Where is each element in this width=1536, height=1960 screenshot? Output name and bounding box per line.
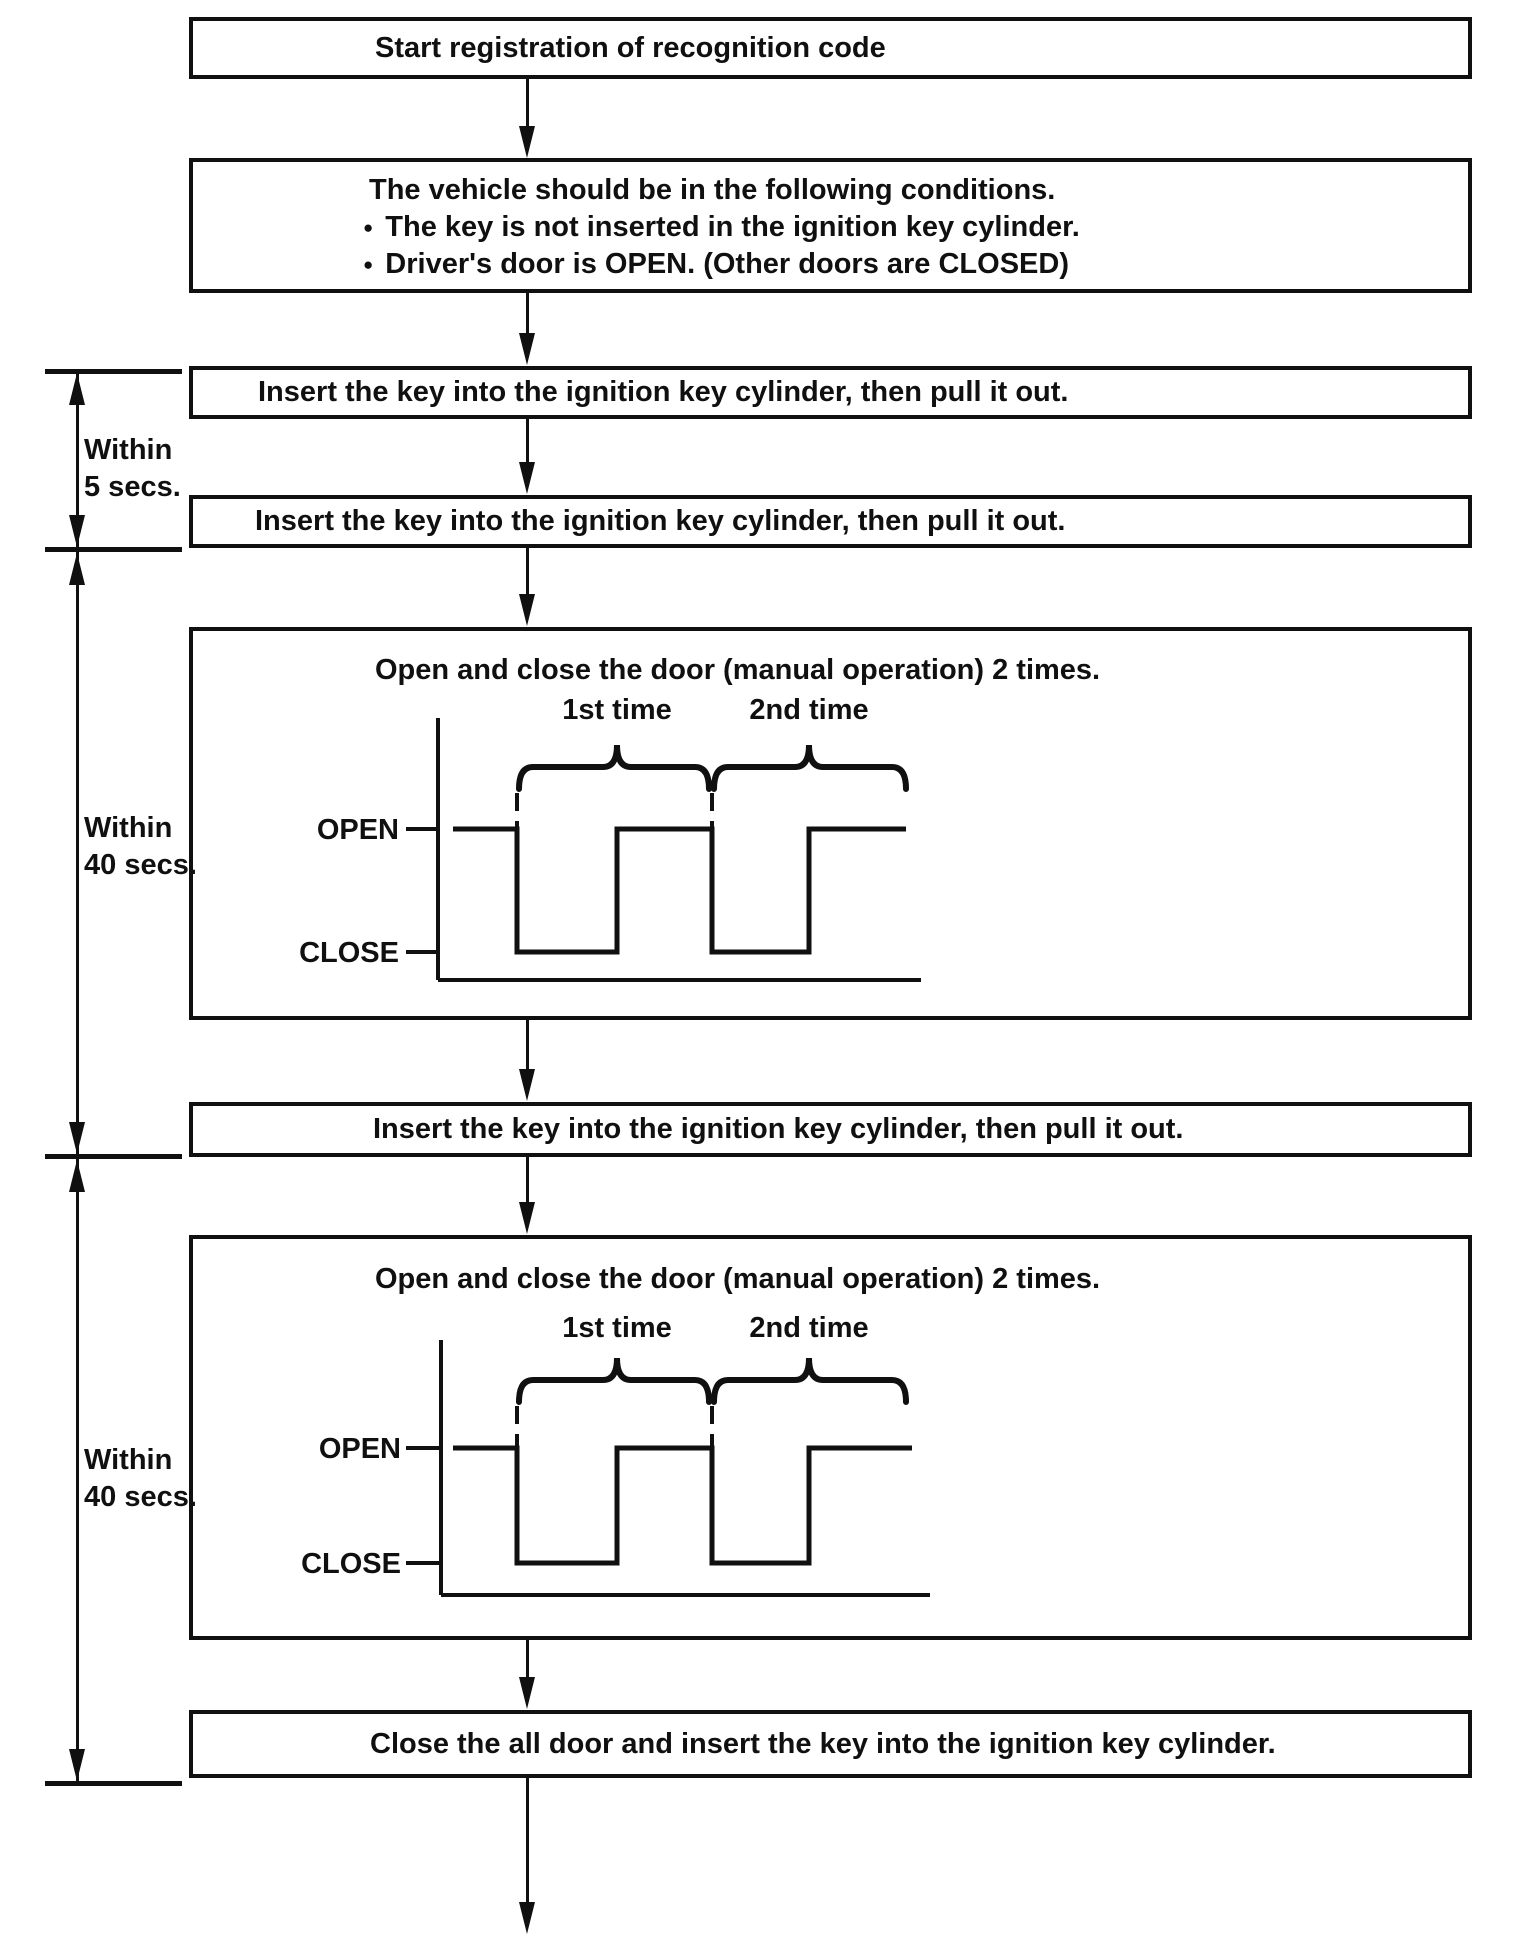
within-40-secs-1-label: Within 40 secs. — [84, 812, 197, 881]
bullet-icon: ● — [363, 255, 374, 274]
insert-key-3-label: Insert the key into the ignition key cyl… — [373, 1113, 1184, 1145]
door-cycle-1-title: Open and close the door (manual operatio… — [375, 654, 1100, 686]
door-timing-diagram-2: Open and close the door (manual operatio… — [301, 1263, 1100, 1597]
conditions-bullet-row: ● The key is not inserted in the ignitio… — [363, 209, 1468, 246]
flowchart-box-door-cycle-2 — [189, 1235, 1472, 1640]
flow-arrow-line — [526, 293, 529, 335]
conditions-intro: The vehicle should be in the following c… — [369, 174, 1056, 206]
door-cycle-2-title: Open and close the door (manual operatio… — [375, 1263, 1100, 1295]
close-level-label: CLOSE — [301, 1548, 401, 1580]
second-time-label: 2nd time — [749, 1312, 868, 1344]
arrowhead-up-icon — [69, 373, 85, 405]
arrowhead-down-icon — [69, 515, 85, 547]
open-level-label: OPEN — [317, 814, 399, 846]
flowchart-box-conditions: The vehicle should be in the following c… — [189, 158, 1472, 293]
measurement-tick — [45, 547, 182, 552]
arrowhead-up-icon — [69, 1160, 85, 1192]
door-open-close-waveform — [453, 826, 906, 955]
insert-key-1-label: Insert the key into the ignition key cyl… — [258, 376, 1069, 408]
arrowhead-up-icon — [69, 553, 85, 585]
insert-key-2-label: Insert the key into the ignition key cyl… — [255, 505, 1066, 537]
door-open-close-waveform — [453, 1445, 912, 1566]
within-5-secs-label: Within 5 secs. — [84, 434, 181, 503]
arrowhead-down-icon — [519, 333, 535, 365]
measurement-tick — [45, 369, 182, 374]
flowchart-box-close-all-doors: Close the all door and insert the key in… — [189, 1710, 1472, 1778]
within-40-secs-2-span-line — [76, 1158, 79, 1781]
bullet-icon: ● — [363, 218, 374, 237]
arrowhead-down-icon — [519, 1902, 535, 1934]
flow-arrow-line — [526, 1778, 529, 1904]
open-level-label: OPEN — [319, 1433, 401, 1465]
within-40-secs-1-span-line — [76, 551, 79, 1154]
flowchart-box-start: Start registration of recognition code — [189, 17, 1472, 79]
arrowhead-down-icon — [519, 1202, 535, 1234]
flowchart-box-insert-key-1: Insert the key into the ignition key cyl… — [189, 366, 1472, 419]
arrowhead-down-icon — [519, 126, 535, 158]
first-time-label: 1st time — [562, 1312, 672, 1344]
first-time-label: 1st time — [562, 694, 672, 726]
first-time-brace — [516, 744, 712, 792]
arrowhead-down-icon — [69, 1749, 85, 1781]
timing-axis — [439, 1340, 930, 1597]
close-all-doors-label: Close the all door and insert the key in… — [370, 1727, 1276, 1760]
flow-arrow-line — [526, 1157, 529, 1204]
timing-axis — [436, 718, 921, 982]
conditions-bullet-2: Driver's door is OPEN. (Other doors are … — [385, 248, 1069, 280]
flowchart-box-insert-key-3: Insert the key into the ignition key cyl… — [189, 1102, 1472, 1157]
conditions-bullet-row: ● Driver's door is OPEN. (Other doors ar… — [363, 246, 1468, 283]
within-5-secs-span-line — [76, 372, 79, 549]
arrowhead-down-icon — [519, 594, 535, 626]
close-level-label: CLOSE — [299, 937, 399, 969]
flow-arrow-line — [526, 1640, 529, 1679]
start-box-label: Start registration of recognition code — [375, 31, 886, 64]
measurement-tick — [45, 1154, 182, 1159]
flow-arrow-line — [526, 548, 529, 596]
flow-arrow-line — [526, 79, 529, 129]
flow-arrow-line — [526, 419, 529, 464]
arrowhead-down-icon — [69, 1122, 85, 1154]
arrowhead-down-icon — [519, 1677, 535, 1709]
first-time-brace — [516, 1357, 712, 1405]
within-40-secs-2-label: Within 40 secs. — [84, 1444, 197, 1513]
conditions-bullet-1: The key is not inserted in the ignition … — [385, 211, 1080, 243]
second-time-label: 2nd time — [749, 694, 868, 726]
second-time-brace — [711, 1357, 909, 1405]
flow-arrow-line — [526, 1020, 529, 1071]
arrowhead-down-icon — [519, 462, 535, 494]
measurement-tick — [45, 1781, 182, 1786]
arrowhead-down-icon — [519, 1069, 535, 1101]
second-time-brace — [711, 744, 909, 792]
door-timing-diagram-1: Open and close the door (manual operatio… — [299, 654, 1100, 982]
flowchart-box-insert-key-2: Insert the key into the ignition key cyl… — [189, 495, 1472, 548]
flowchart-box-door-cycle-1 — [189, 627, 1472, 1020]
